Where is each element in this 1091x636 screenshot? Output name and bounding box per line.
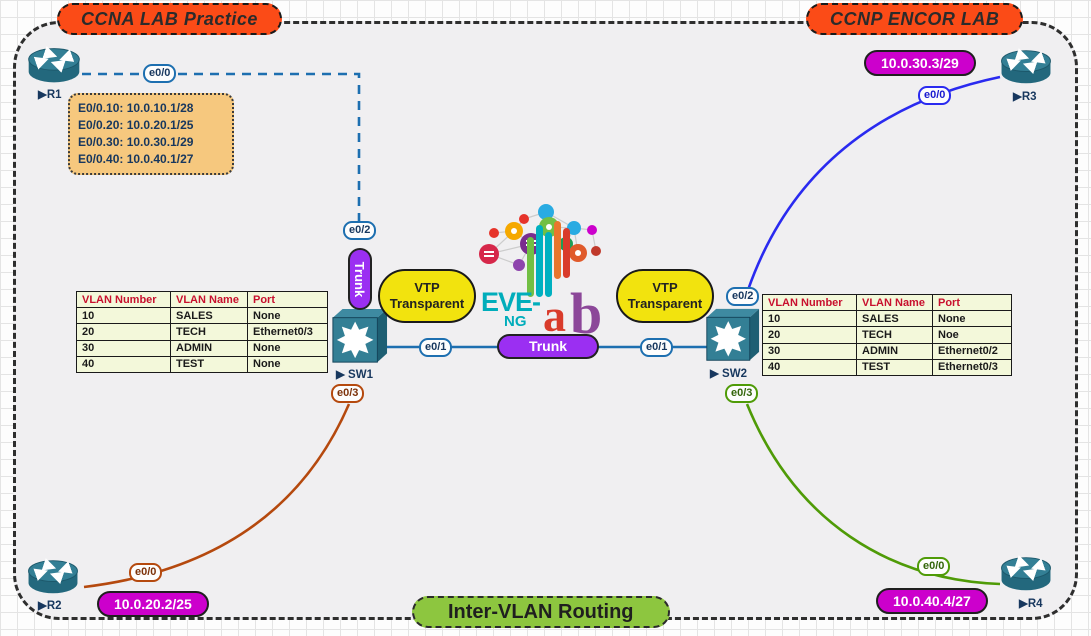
vlan-table-sw1: VLAN Number VLAN Name Port 10 SALES None… <box>76 290 328 373</box>
vtp-line1: VTP <box>414 280 440 295</box>
vlan-cell: ADMIN <box>170 339 248 357</box>
ip-badge-r2: 10.0.20.2/25 <box>97 591 209 617</box>
logo-letter-a: a <box>543 290 566 341</box>
link-r2-sw1 <box>83 403 351 589</box>
device-label-r4[interactable]: ▶R4 <box>1019 598 1043 610</box>
iflabel-sw1-e03: e0/3 <box>331 384 365 403</box>
vlan-cell: 20 <box>762 326 857 344</box>
table-row: 40 TEST Ethernet0/3 <box>762 358 1012 376</box>
router-r3-icon[interactable] <box>1002 51 1051 84</box>
vlan-cell: 20 <box>76 323 171 341</box>
r1-subif-line: E0/0.10: 10.0.10.1/28 <box>78 101 194 115</box>
iflabel-sw2-e01: e0/1 <box>640 338 674 357</box>
device-label-r2[interactable]: ▶R2 <box>38 600 62 612</box>
vlan-cell: TEST <box>170 355 248 373</box>
iflabel-sw1-e02: e0/2 <box>343 221 377 240</box>
vlan-header-cell: VLAN Name <box>170 290 248 309</box>
device-label-sw1[interactable]: ▶ SW1 <box>336 369 373 381</box>
r1-subif-line: E0/0.30: 10.0.30.1/29 <box>78 135 194 149</box>
vlan-cell: TECH <box>170 323 248 341</box>
vtp-line2: Transparent <box>389 296 465 311</box>
vlan-header-cell: Port <box>247 290 328 309</box>
router-r2-icon[interactable] <box>29 561 78 594</box>
vlan-cell: 30 <box>762 342 857 360</box>
link-r3-sw2 <box>746 75 1001 291</box>
trunk-badge-center: Trunk <box>497 334 599 359</box>
eve-ng-logo: EVE- NG a b <box>479 204 602 346</box>
r1-subinterface-box: E0/0.10: 10.0.10.1/28 E0/0.20: 10.0.20.1… <box>68 93 234 175</box>
logo-word-eve: EVE- <box>481 287 540 317</box>
vtp-transparent-left: VTP Transparent <box>378 269 476 323</box>
iflabel-sw1-e01: e0/1 <box>419 338 453 357</box>
r1-subif-line: E0/0.40: 10.0.40.1/27 <box>78 152 194 166</box>
vlan-table-sw2: VLAN Number VLAN Name Port 10 SALES None… <box>762 293 1012 376</box>
table-row: 30 ADMIN Ethernet0/2 <box>762 342 1012 360</box>
trunk-badge-vertical: Trunk <box>348 248 372 310</box>
vtp-line1: VTP <box>652 280 678 295</box>
vlan-cell: TEST <box>856 358 933 376</box>
router-r1-icon[interactable] <box>29 49 80 83</box>
r1-subif-line: E0/0.20: 10.0.20.1/25 <box>78 118 194 132</box>
vlan-cell: 40 <box>762 358 857 376</box>
ip-badge-r3: 10.0.30.3/29 <box>864 50 976 76</box>
table-row: 20 TECH Noe <box>762 326 1012 344</box>
iflabel-r3-e00: e0/0 <box>918 86 952 105</box>
vlan-header-cell: VLAN Number <box>76 290 171 309</box>
vlan-cell: Ethernet0/3 <box>247 323 328 341</box>
vlan-cell: None <box>247 355 328 373</box>
iflabel-sw2-e03: e0/3 <box>725 384 759 403</box>
table-row: 10 SALES None <box>76 307 328 325</box>
logo-word-ng: NG <box>504 313 527 330</box>
title-inter-vlan-routing: Inter-VLAN Routing <box>412 596 670 628</box>
vlan-cell: 30 <box>76 339 171 357</box>
trunk-vertical-label: Trunk <box>352 261 368 297</box>
title-ccnp-encor: CCNP ENCOR LAB <box>806 3 1024 35</box>
device-label-r3[interactable]: ▶R3 <box>1013 91 1037 103</box>
vlan-cell: SALES <box>856 310 933 328</box>
vlan-cell: Ethernet0/3 <box>932 358 1012 376</box>
vlan-cell: 40 <box>76 355 171 373</box>
vlan-cell: TECH <box>856 326 933 344</box>
iflabel-r1-e00: e0/0 <box>143 64 177 83</box>
router-r4-icon[interactable] <box>1002 558 1051 591</box>
vlan-header-cell: Port <box>932 293 1012 312</box>
switch-sw1-icon[interactable] <box>333 309 387 362</box>
switch-sw2-icon[interactable] <box>707 309 759 360</box>
vlan-cell: 10 <box>76 307 171 325</box>
vtp-line2: Transparent <box>627 296 703 311</box>
vlan-cell: None <box>247 307 328 325</box>
device-label-sw2[interactable]: ▶ SW2 <box>710 368 747 380</box>
ip-badge-r4: 10.0.40.4/27 <box>876 588 988 614</box>
vlan-cell: None <box>247 339 328 357</box>
vlan-cell: ADMIN <box>856 342 933 360</box>
link-r4-sw2 <box>745 403 1001 586</box>
iflabel-r2-e00: e0/0 <box>129 563 163 582</box>
iflabel-r4-e00: e0/0 <box>917 557 951 576</box>
vlan-cell: 10 <box>762 310 857 328</box>
vlan-cell: Noe <box>932 326 1012 344</box>
vlan-header-cell: VLAN Name <box>856 293 933 312</box>
iflabel-sw2-e02: e0/2 <box>726 287 760 306</box>
vtp-transparent-right: VTP Transparent <box>616 269 714 323</box>
table-row: 10 SALES None <box>762 310 1012 328</box>
table-row: 20 TECH Ethernet0/3 <box>76 323 328 341</box>
vlan-cell: Ethernet0/2 <box>932 342 1012 360</box>
device-label-r1[interactable]: ▶R1 <box>38 89 62 101</box>
title-ccna-lab: CCNA LAB Practice <box>57 3 282 35</box>
vlan-cell: None <box>932 310 1012 328</box>
vlan-header-cell: VLAN Number <box>762 293 857 312</box>
table-row: 40 TEST None <box>76 355 328 373</box>
table-row: 30 ADMIN None <box>76 339 328 357</box>
link-r1-sw1 <box>82 72 361 222</box>
vlan-cell: SALES <box>170 307 248 325</box>
